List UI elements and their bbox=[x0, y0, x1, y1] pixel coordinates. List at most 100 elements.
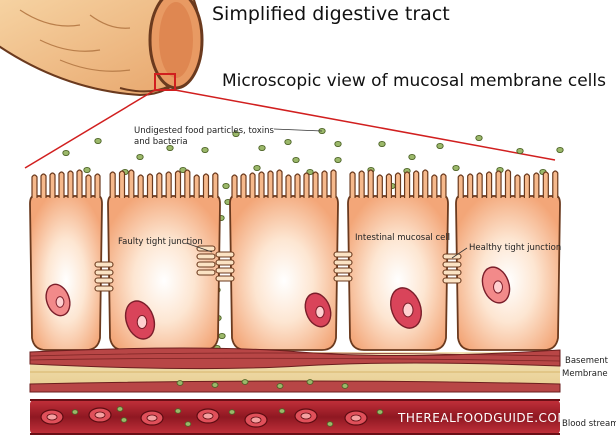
food-particle bbox=[137, 154, 143, 159]
label-particles-line1: Undigested food particles, toxins bbox=[134, 126, 275, 136]
red-blood-cell bbox=[197, 409, 219, 423]
cell-nucleolus bbox=[403, 303, 413, 317]
food-particle bbox=[212, 383, 218, 388]
microvillus bbox=[176, 171, 181, 198]
junction-strand bbox=[443, 270, 461, 275]
microvillus bbox=[396, 173, 401, 198]
food-particle bbox=[72, 410, 78, 415]
food-particle bbox=[379, 141, 385, 146]
microvillus bbox=[377, 175, 382, 198]
junction-strand bbox=[443, 254, 461, 259]
food-particle bbox=[219, 333, 225, 338]
microvillus bbox=[543, 172, 548, 198]
food-particle bbox=[242, 380, 248, 385]
food-particle bbox=[223, 183, 229, 188]
junction-strand bbox=[334, 252, 352, 257]
food-particle bbox=[63, 150, 69, 155]
microvillus bbox=[496, 171, 501, 198]
red-blood-cell bbox=[41, 410, 63, 424]
food-particle bbox=[84, 167, 90, 172]
microvillus bbox=[432, 175, 437, 198]
cell-nucleolus bbox=[494, 281, 503, 293]
label-basement-line2: Membrane bbox=[562, 369, 608, 379]
microvillus bbox=[204, 174, 209, 198]
microvillus bbox=[41, 174, 46, 198]
microvillus bbox=[423, 170, 428, 198]
junction-strand bbox=[443, 262, 461, 267]
label-particles-line2: and bacteria bbox=[134, 137, 188, 147]
red-blood-cell bbox=[89, 408, 111, 422]
food-particle bbox=[293, 157, 299, 162]
digestive-tract-illustration bbox=[0, 0, 202, 95]
food-particle bbox=[437, 143, 443, 148]
microvillus bbox=[59, 172, 64, 198]
food-particle bbox=[557, 147, 563, 152]
label-mucosal-cell: Intestinal mucosal cell bbox=[355, 233, 450, 243]
mucosal-cell bbox=[108, 170, 220, 350]
red-blood-cell bbox=[345, 411, 367, 425]
microvillus bbox=[232, 175, 237, 198]
microvillus bbox=[194, 175, 199, 198]
label-blood-stream: Blood stream bbox=[562, 419, 616, 429]
microvillus bbox=[313, 172, 318, 198]
food-particle bbox=[254, 165, 260, 170]
label-faulty-junction: Faulty tight junction bbox=[118, 237, 203, 247]
junction-strand bbox=[334, 276, 352, 281]
cell-nucleolus bbox=[137, 316, 147, 329]
microvillus bbox=[241, 174, 246, 198]
food-particle bbox=[476, 135, 482, 140]
watermark: THEREALFOODGUIDE.COM bbox=[397, 411, 568, 425]
food-particle bbox=[202, 147, 208, 152]
microvillus bbox=[477, 173, 482, 198]
food-particle bbox=[453, 165, 459, 170]
microvillus bbox=[138, 175, 143, 198]
food-particle bbox=[285, 139, 291, 144]
microvillus bbox=[148, 174, 153, 198]
microvillus bbox=[259, 172, 264, 198]
microvillus bbox=[468, 174, 473, 198]
microvillus bbox=[304, 173, 309, 198]
food-particle bbox=[277, 384, 283, 389]
food-particle bbox=[177, 381, 183, 386]
microvillus bbox=[185, 170, 190, 198]
microvillus bbox=[386, 174, 391, 198]
junction-strand bbox=[334, 260, 352, 265]
diagram-title: Simplified digestive tract bbox=[212, 3, 450, 25]
microvillus bbox=[414, 171, 419, 198]
junction-strand bbox=[443, 278, 461, 283]
junction-strand bbox=[216, 252, 234, 257]
basement-membrane bbox=[30, 348, 560, 392]
food-particle bbox=[307, 380, 313, 385]
food-particle bbox=[279, 409, 285, 414]
microvillus bbox=[506, 170, 511, 198]
microvillus bbox=[277, 170, 282, 198]
label-basement-line1: Basement bbox=[565, 356, 609, 366]
microvillus bbox=[350, 172, 355, 198]
food-particle bbox=[335, 141, 341, 146]
mucosal-cell bbox=[230, 170, 338, 350]
cell-body bbox=[348, 196, 448, 350]
diagram-subtitle: Microscopic view of mucosal membrane cel… bbox=[222, 71, 606, 91]
red-blood-cell bbox=[141, 411, 163, 425]
junction-strand bbox=[197, 270, 215, 275]
microvillus bbox=[268, 171, 273, 198]
microvillus bbox=[524, 174, 529, 198]
cell-nucleolus bbox=[56, 297, 64, 308]
food-particle bbox=[409, 154, 415, 159]
microvillus bbox=[286, 175, 291, 198]
microvillus bbox=[95, 174, 100, 198]
junction-strand bbox=[95, 278, 113, 283]
microvillus bbox=[86, 175, 91, 198]
mucosal-cell bbox=[30, 170, 102, 350]
microvillus bbox=[77, 170, 82, 198]
microvillus bbox=[166, 172, 171, 198]
microvillus bbox=[534, 173, 539, 198]
red-blood-cell bbox=[295, 409, 317, 423]
junction-strand bbox=[216, 268, 234, 273]
microvillus bbox=[110, 172, 115, 198]
microvillus bbox=[368, 170, 373, 198]
microvillus bbox=[359, 171, 364, 198]
microvillus bbox=[553, 171, 558, 198]
cell-body bbox=[456, 196, 560, 350]
